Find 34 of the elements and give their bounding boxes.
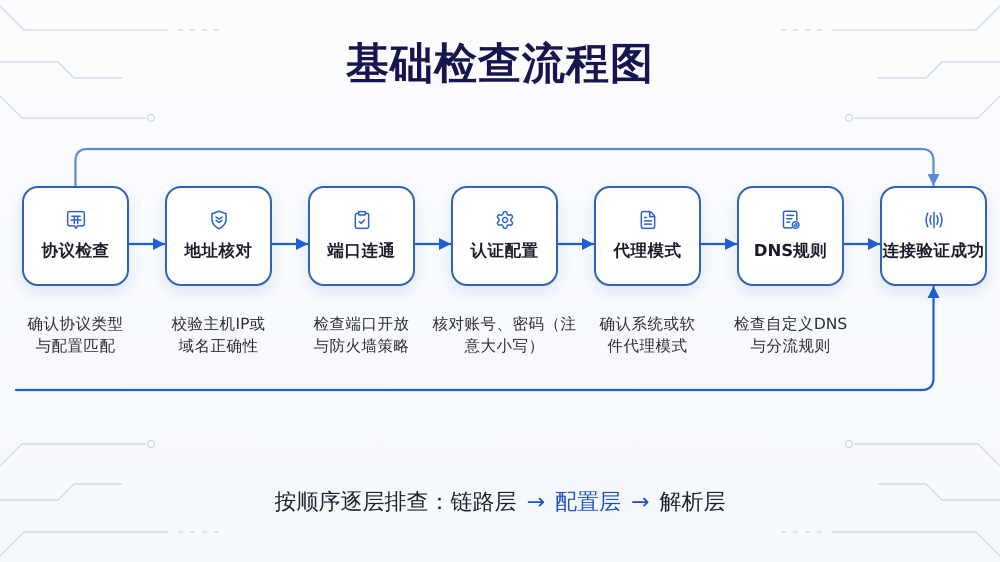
arrow	[700, 238, 738, 250]
arrow-symbol: →	[631, 489, 650, 517]
process-box	[880, 186, 987, 286]
process-box	[308, 186, 415, 286]
step-description: 校验主机IP或域名正确性	[170, 314, 266, 357]
step-title: 代理模式	[614, 240, 682, 262]
step-description: 检查自定义DNS与分流规则	[733, 314, 848, 357]
process-box	[594, 186, 701, 286]
loop-arrow	[74, 148, 940, 188]
process-box	[165, 186, 272, 286]
highlighted-text: 配置层	[555, 489, 621, 517]
step-title: 地址核对	[184, 240, 252, 262]
process-box	[451, 186, 558, 286]
step-title: DNS规则	[754, 240, 828, 262]
instruction-text: 解析层	[659, 489, 726, 517]
arrow	[128, 238, 166, 250]
step-title: 协议检查	[42, 240, 110, 262]
step-description: 确认系统或软件代理模式	[599, 314, 696, 357]
process-box	[22, 186, 129, 286]
arrow	[842, 238, 882, 250]
arrow-symbol: →	[526, 489, 545, 517]
step-description: 确认协议类型与配置匹配	[27, 314, 124, 357]
loop-arrow	[14, 284, 940, 392]
step-description: 检查端口开放与防火墙策略	[313, 314, 410, 357]
arrow	[556, 238, 596, 250]
step-title: 连接验证成功	[882, 240, 984, 262]
step-title: 端口连通	[328, 240, 396, 262]
diagram-title: 基础检查流程图	[346, 38, 654, 90]
arrow	[414, 238, 452, 250]
step-description: 核对账号、密码（注意大小写）	[432, 314, 578, 357]
instruction-text: 按顺序逐层排查：链路层	[274, 489, 517, 517]
process-box	[737, 186, 844, 286]
arrow	[270, 238, 310, 250]
step-title: 认证配置	[470, 240, 538, 262]
